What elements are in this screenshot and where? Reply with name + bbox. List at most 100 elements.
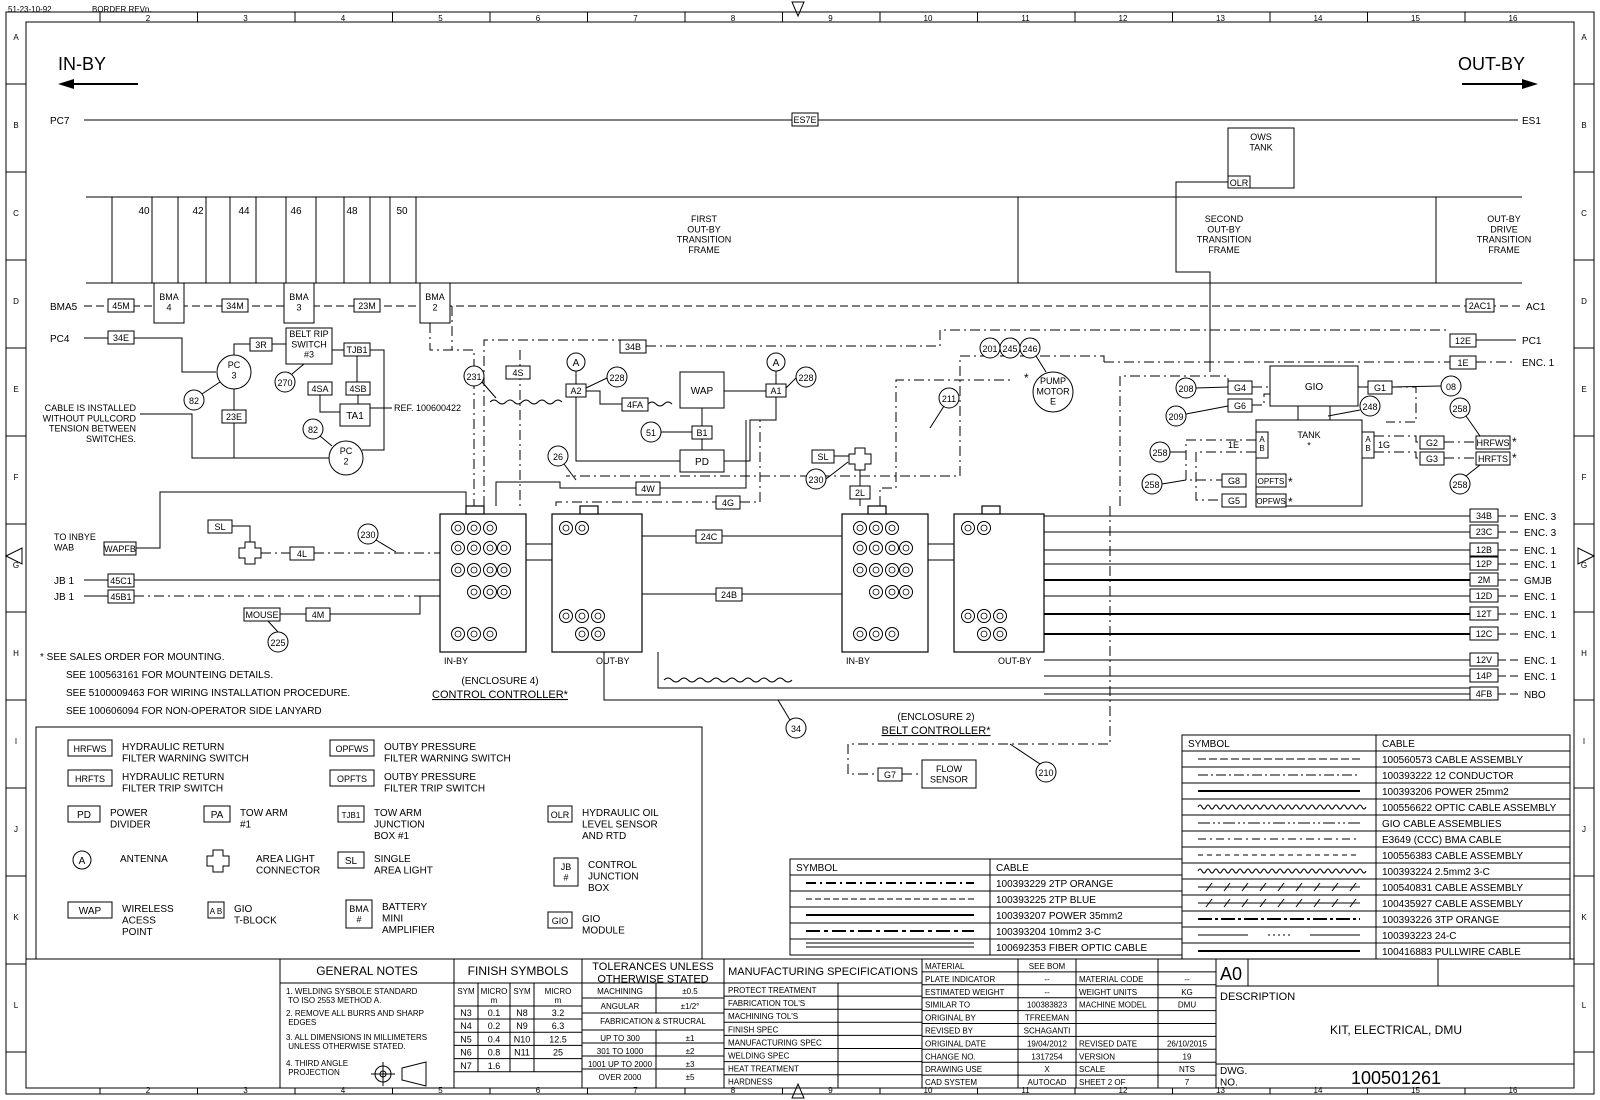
gland-icon xyxy=(977,609,991,623)
zone-label-left: J xyxy=(14,825,18,834)
tolerance-label: FABRICATION & STRUCRAL xyxy=(600,1017,706,1026)
enc2-out-by: OUT-BY xyxy=(998,656,1032,666)
tag-4w-label: 4W xyxy=(641,484,655,494)
terminal-tag-label: 4FB xyxy=(1476,689,1493,699)
antenna-icon xyxy=(72,850,92,870)
tank-ab-right xyxy=(1361,431,1375,459)
callout-258a-label: 258 xyxy=(1452,404,1467,414)
legend-symbol: GIO xyxy=(552,916,569,926)
callout-230a-leader xyxy=(375,539,397,553)
zone-ticks: 2233445566778899101011111212131314141515… xyxy=(6,12,1594,1095)
zone-label-right: D xyxy=(1581,297,1587,306)
info-cell: MACHINE MODEL xyxy=(1079,1001,1147,1010)
gland-icon xyxy=(993,627,1007,641)
ab-to-g5 xyxy=(1195,451,1256,501)
info-cell: MATERIAL CODE xyxy=(1079,975,1143,984)
gland-icon xyxy=(483,541,497,555)
gland-icon xyxy=(451,541,465,555)
callout-246-leader xyxy=(1035,355,1047,373)
gland-inner xyxy=(486,588,494,596)
tag-hrfts-label: HRFTS xyxy=(1478,454,1508,464)
manufacturing-spec: MACHINING TOL'S xyxy=(728,1012,798,1021)
tolerance-value: ±3 xyxy=(686,1060,695,1069)
callout-228b xyxy=(795,366,817,388)
cable-tick xyxy=(1259,898,1267,908)
center-mark-left xyxy=(4,547,23,565)
34b-line-left xyxy=(483,339,620,506)
info-cell: AUTOCAD xyxy=(1028,1078,1067,1087)
info-cell: -- xyxy=(1044,988,1050,997)
gland-inner xyxy=(454,630,462,638)
cable-tick xyxy=(1223,898,1231,908)
tolerance-value: ±5 xyxy=(686,1073,695,1082)
gland-icon xyxy=(559,521,573,535)
legend-symbol-box xyxy=(207,901,225,919)
zone-label-top: 6 xyxy=(536,14,541,23)
tag-g6-label: G6 xyxy=(1234,401,1246,411)
frame-number-40: 40 xyxy=(138,206,150,217)
tag-1e-label: 1E xyxy=(1457,358,1468,368)
callout-211-leader xyxy=(929,405,945,429)
tag-hrfws xyxy=(1475,435,1511,450)
tag-4m-label: 4M xyxy=(312,610,325,620)
callout-258b-label: 258 xyxy=(1452,480,1467,490)
cable-table-small-cable-header: CABLE xyxy=(996,863,1029,874)
area-light-connector-icon-left xyxy=(238,541,262,565)
callout-230b-leader xyxy=(825,461,849,480)
4g-line xyxy=(555,501,716,506)
tag-opfws-label: OPFWS xyxy=(1256,497,1285,506)
callout-228b-leader xyxy=(785,377,797,389)
legend-symbol: HRFWS xyxy=(74,744,107,754)
zone-label-top: 15 xyxy=(1411,14,1420,23)
tolerance-value: ±1/2° xyxy=(681,1002,700,1011)
legend-symbol: SL xyxy=(345,856,358,867)
pc4-label: PC4 xyxy=(50,334,70,345)
tag-hrfws-label: HRFWS xyxy=(1477,438,1510,448)
fiber-231 xyxy=(489,399,563,405)
terminal-destination: GMJB xyxy=(1524,576,1552,587)
manufacturing-spec: WELDING SPEC xyxy=(728,1052,790,1061)
tag-4s xyxy=(505,365,531,380)
callout-82b xyxy=(302,418,324,440)
cable-table-large-row: 100556383 CABLE ASSEMBLY xyxy=(1382,851,1523,862)
finish-cell: 1.6 xyxy=(488,1061,501,1071)
cable-tick xyxy=(1349,898,1357,908)
finish-cell: N8 xyxy=(516,1008,528,1018)
frame-number-44: 44 xyxy=(238,206,250,217)
tag-4g-label: 4G xyxy=(722,498,734,508)
info-cell: WEIGHT UNITS xyxy=(1079,988,1137,997)
enc4-to-4fb xyxy=(657,652,1470,689)
legend-text: TOW ARM#1 xyxy=(240,808,288,831)
zone-label-right: C xyxy=(1581,209,1587,218)
gland-inner xyxy=(470,566,478,574)
callout-248-leader xyxy=(1327,409,1361,417)
gland-inner xyxy=(856,524,864,532)
zone-label-left: E xyxy=(13,385,18,394)
terminal-tag-label: 12T xyxy=(1476,609,1492,619)
pd-label: PD xyxy=(695,457,709,468)
cable-table-large-row: 100416883 PULLWIRE CABLE xyxy=(1382,947,1521,958)
gland-icon xyxy=(575,521,589,535)
ab-to-g3 xyxy=(1374,451,1420,459)
callout-258d-leader xyxy=(1161,479,1187,485)
flow-sensor-line xyxy=(847,506,1111,775)
tag-45b1-label: 45B1 xyxy=(110,592,131,602)
opfws-star: * xyxy=(1288,495,1293,509)
gland-inner xyxy=(996,630,1004,638)
enc2-in-by: IN-BY xyxy=(846,656,870,666)
gland-icon xyxy=(497,585,511,599)
callout-228b-label: 228 xyxy=(798,373,813,383)
terminal-tag-label: 34B xyxy=(1476,511,1492,521)
legend-symbol: A xyxy=(79,856,86,867)
terminal-destination: NBO xyxy=(1524,690,1546,701)
info-cell: KG xyxy=(1181,988,1193,997)
pc1-label: PC1 xyxy=(1522,336,1542,347)
center-mark-bottom xyxy=(791,1082,805,1099)
